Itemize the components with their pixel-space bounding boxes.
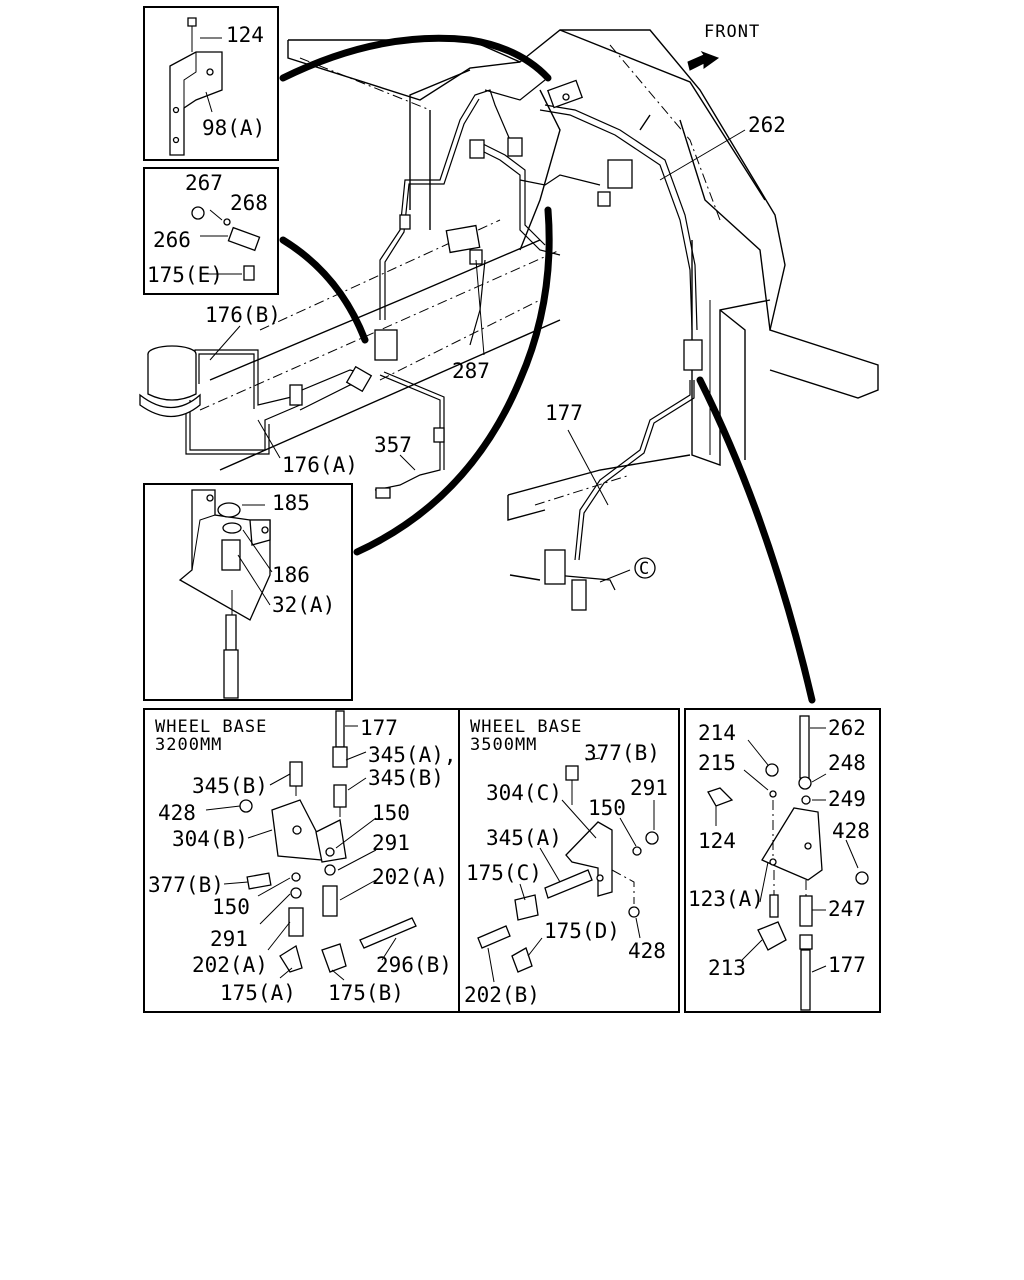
detail-box-fitting: 267 268 266 175(E) (143, 167, 279, 295)
wb3500-callout-428: 428 (628, 939, 666, 963)
wb3500-callout-291: 291 (630, 776, 668, 800)
detail-callout-215: 215 (698, 751, 736, 775)
wb3200-callout-345b-left: 345(B) (192, 774, 268, 798)
wb3200-title-line2: 3200MM (155, 735, 222, 755)
callout-176a: 176(A) (282, 453, 358, 477)
wb3500-title-line2: 3500MM (470, 735, 537, 755)
detail-callout-247: 247 (828, 897, 866, 921)
callout-177: 177 (545, 401, 583, 425)
wb3500-callout-202b: 202(B) (464, 983, 540, 1007)
detail-callout-213: 213 (708, 956, 746, 980)
leader-lines (209, 129, 746, 583)
callout-186: 186 (272, 563, 310, 587)
wb3200-callout-345a: 345(A), (368, 743, 457, 767)
wb3200-callout-202a-top: 202(A) (372, 865, 448, 889)
detail-callout-177: 177 (828, 953, 866, 977)
front-arrow-icon (687, 50, 720, 71)
wb3200-callout-296b: 296(B) (376, 953, 452, 977)
wb3200-callout-345b-right: 345(B) (368, 766, 444, 790)
detail-box-mounting: 185 186 32(A) (143, 483, 353, 701)
wb3200-callout-291-top: 291 (372, 831, 410, 855)
ref-circle-label: C (639, 559, 650, 579)
wb3500-callout-377b: 377(B) (584, 741, 660, 765)
callout-176b: 176(B) (205, 303, 281, 327)
wb3500-callout-345a: 345(A) (486, 826, 562, 850)
detail-callout-248: 248 (828, 751, 866, 775)
detail-callout-214: 214 (698, 721, 736, 745)
wb3200-callout-177: 177 (360, 716, 398, 740)
wb3200-callout-377b: 377(B) (148, 873, 224, 897)
callout-268: 268 (230, 191, 268, 215)
wb3500-title-line1: WHEEL BASE (470, 717, 582, 737)
wb3200-callout-150-top: 150 (372, 801, 410, 825)
callout-267: 267 (185, 171, 223, 195)
callout-357: 357 (374, 433, 412, 457)
wb3500-callout-175c: 175(C) (466, 861, 542, 885)
panel-wheelbase-3200: WHEEL BASE 3200MM (143, 708, 460, 1013)
ref-circle-icon (634, 557, 656, 579)
detail-callout-249: 249 (828, 787, 866, 811)
callout-32a: 32(A) (272, 593, 335, 617)
wb3500-callout-304c: 304(C) (486, 781, 562, 805)
callout-124: 124 (226, 23, 264, 47)
panel-wheelbase-3500: WHEEL BASE 3500MM 377(B) 291 304(C) 150 … (458, 708, 680, 1013)
detail-callout-262: 262 (828, 716, 866, 740)
detail-callout-428: 428 (832, 819, 870, 843)
wb3200-callout-150-bottom: 150 (212, 895, 250, 919)
wb3500-callout-150: 150 (588, 796, 626, 820)
callout-175e: 175(E) (147, 263, 223, 287)
front-label: FRONT (704, 22, 760, 42)
callout-arcs (279, 34, 816, 704)
wb3200-callout-291-bottom: 291 (210, 927, 248, 951)
chassis-frame (199, 29, 879, 581)
callout-262: 262 (748, 113, 786, 137)
wb3500-callout-175d: 175(D) (544, 919, 620, 943)
callout-185: 185 (272, 491, 310, 515)
wb3200-callout-428: 428 (158, 801, 196, 825)
detail-box-bracket: 124 98(A) (143, 6, 279, 161)
callout-98a: 98(A) (202, 116, 265, 140)
wb3200-callout-304b: 304(B) (172, 827, 248, 851)
brake-pipes (185, 79, 698, 591)
wb3200-callout-202a-bottom: 202(A) (192, 953, 268, 977)
detail-callout-123a: 123(A) (688, 887, 764, 911)
wb3200-callout-175b: 175(B) (328, 981, 404, 1005)
wb3200-callout-175a: 175(A) (220, 981, 296, 1005)
callout-266: 266 (153, 228, 191, 252)
callout-287: 287 (452, 359, 490, 383)
fittings (139, 79, 703, 611)
detail-callout-124: 124 (698, 829, 736, 853)
panel-detail-right: 214 262 215 248 249 124 428 123(A) 247 2… (684, 708, 881, 1013)
wb3200-title-line1: WHEEL BASE (155, 717, 267, 737)
